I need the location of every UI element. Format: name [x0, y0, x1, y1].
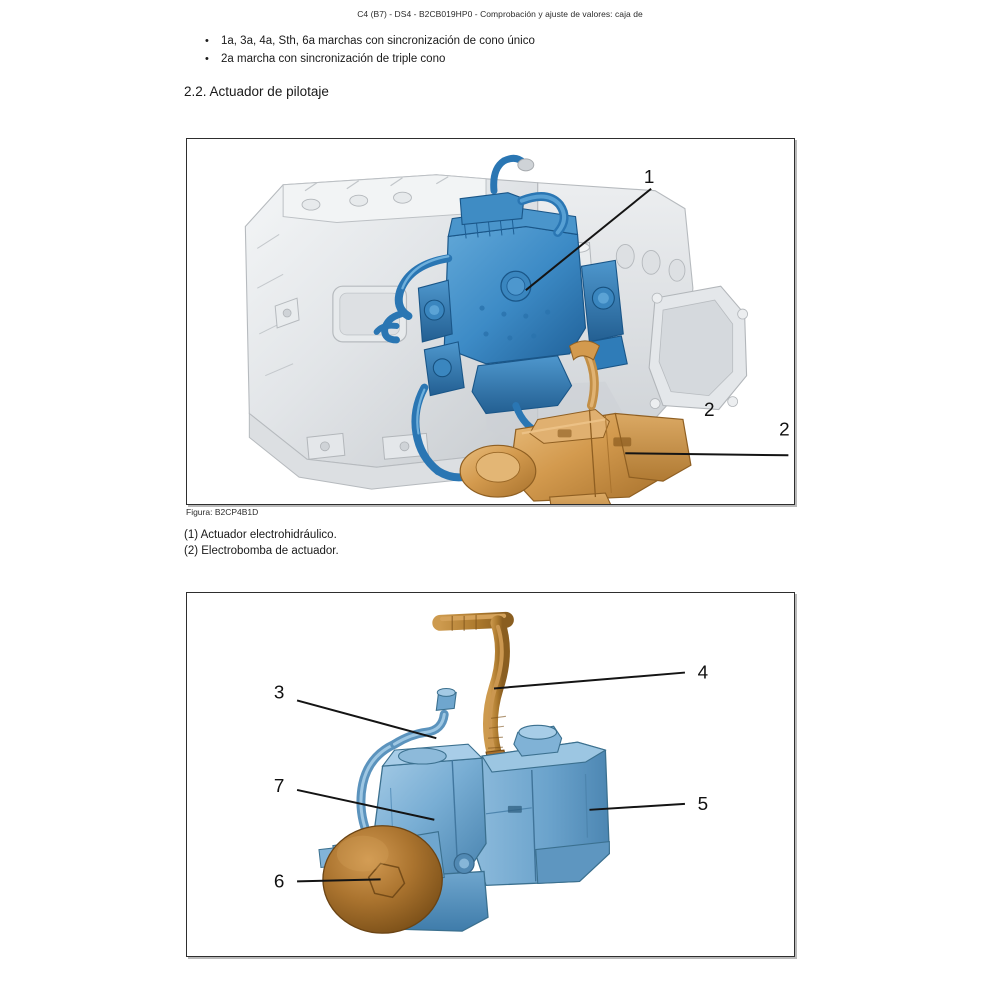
tank-min-mark — [507, 805, 522, 813]
list-item: • 2a marcha con sincronización de triple… — [205, 50, 825, 68]
figure-1-legend: (1) Actuador electrohidráulico. (2) Elec… — [184, 527, 684, 559]
electropump-graphic — [459, 340, 692, 504]
callout-label-3: 3 — [274, 682, 285, 703]
list-item-text: 1a, 3a, 4a, Sth, 6a marchas con sincroni… — [221, 35, 535, 47]
legend-item: (2) Electrobomba de actuador. — [184, 545, 339, 557]
bullet-icon: • — [205, 53, 209, 65]
figure-1-caption: Figura: B2CP4B1D — [186, 507, 259, 517]
callout-leader-6 — [297, 878, 381, 883]
bullet-icon: • — [205, 35, 209, 47]
figure-2-frame: 3 7 6 4 5 — [186, 592, 795, 957]
callout-leader-4 — [493, 671, 686, 690]
callout-leader-2 — [625, 452, 789, 457]
figure-2-illustration: 3 7 6 4 5 — [187, 593, 794, 956]
callout-label-4: 4 — [698, 663, 709, 684]
figure-1-frame: 1 2 — [186, 138, 795, 505]
list-item: • 1a, 3a, 4a, Sth, 6a marchas con sincro… — [205, 32, 825, 50]
legend-item: (1) Actuador electrohidráulico. — [184, 529, 337, 541]
callout-label-5: 5 — [698, 794, 709, 815]
figure-1-callouts: 1 2 — [525, 167, 790, 457]
callout-label-1: 1 — [644, 167, 655, 188]
callout-leader-3 — [296, 699, 437, 740]
list-item-text: 2a marcha con sincronización de triple c… — [221, 53, 446, 65]
callout-leader-5 — [589, 802, 685, 811]
callout-leader-1 — [525, 187, 652, 291]
callout-leader-7 — [296, 788, 435, 821]
callout-label-7: 7 — [274, 776, 285, 797]
figure-2-callouts: 3 7 6 4 5 — [274, 663, 708, 893]
callout-label-2-outer: 2 — [704, 400, 715, 421]
page-header: C4 (B7) - DS4 - B2CB019HP0 - Comprobació… — [357, 9, 643, 19]
callout-label-6: 6 — [274, 871, 285, 892]
section-title: 2.2. Actuador de pilotaje — [184, 84, 329, 99]
accumulator-sphere-graphic — [322, 825, 443, 934]
figure-1-illustration: 1 2 — [187, 139, 794, 504]
bullet-list: • 1a, 3a, 4a, Sth, 6a marchas con sincro… — [205, 32, 825, 68]
callout-label-2: 2 — [779, 419, 790, 440]
